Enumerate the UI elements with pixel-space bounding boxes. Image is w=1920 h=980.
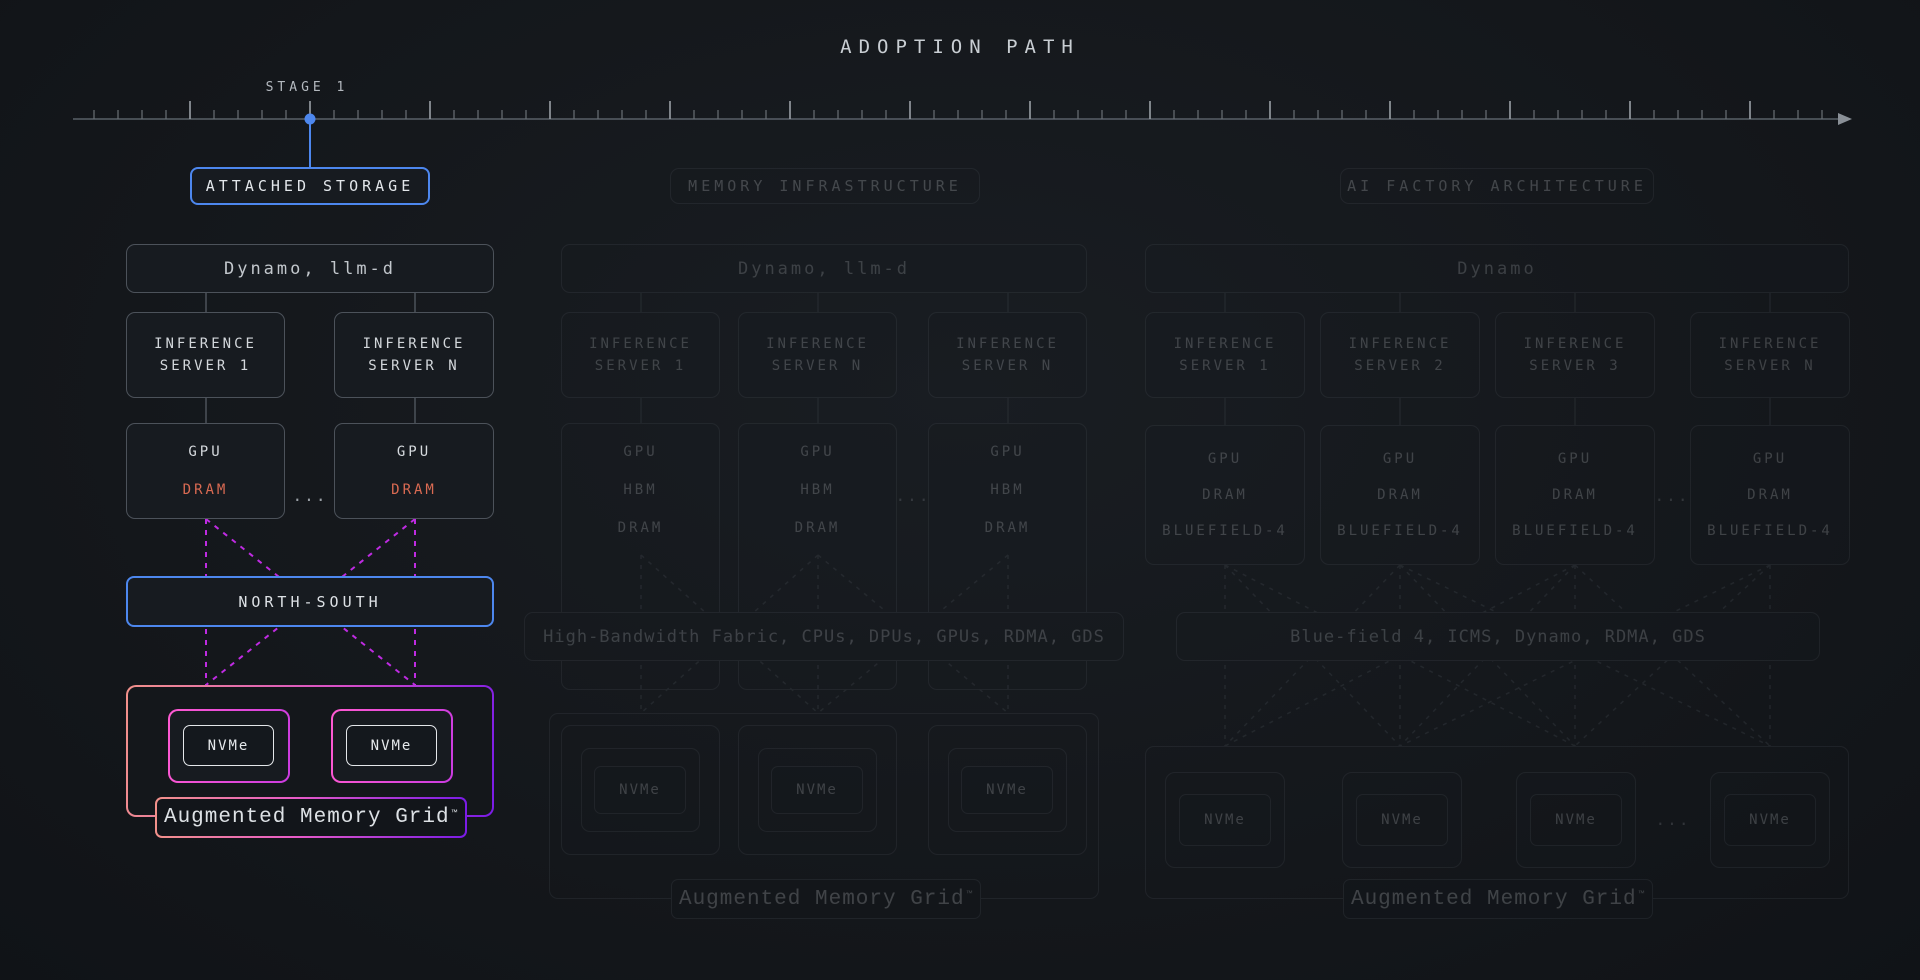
nvme-box: NVMe — [346, 725, 437, 766]
gpu-box: GPU HBM DRAM — [561, 423, 720, 690]
inference-server-box: INFERENCE SERVER 1 — [126, 312, 285, 398]
dram-label: DRAM — [182, 482, 229, 498]
stage1-header[interactable]: ATTACHED STORAGE — [190, 167, 430, 205]
nvme-box: NVMe — [1356, 794, 1448, 846]
gpu-box: GPU DRAM BLUEFIELD-4 — [1320, 425, 1480, 565]
trademark-mark: ™ — [451, 808, 459, 819]
nvme-unit — [561, 725, 720, 855]
gpu-box: GPU HBM DRAM — [738, 423, 897, 690]
stage2-header[interactable]: MEMORY INFRASTRUCTURE — [670, 168, 980, 204]
inference-server-box: INFERENCE SERVER N — [334, 312, 494, 398]
ellipsis: ... — [1654, 486, 1690, 505]
nvme-box: NVMe — [1724, 794, 1816, 846]
fabric-bar: Blue-field 4, ICMS, Dynamo, RDMA, GDS — [1176, 612, 1820, 661]
inference-server-box: INFERENCE SERVER N — [738, 312, 897, 398]
inference-server-box: INFERENCE SERVER 2 — [1320, 312, 1480, 398]
ellipsis: ... — [1655, 810, 1691, 829]
inference-server-box: INFERENCE SERVER 1 — [1145, 312, 1305, 398]
gpu-box: GPU DRAM BLUEFIELD-4 — [1690, 425, 1850, 565]
gpu-box: GPU DRAM — [334, 423, 494, 519]
augmented-memory-grid-container — [549, 713, 1099, 899]
nvme-box: NVMe — [594, 766, 686, 814]
nvme-unit — [1710, 772, 1830, 868]
gpu-box: GPU DRAM — [126, 423, 285, 519]
inference-server-box: INFERENCE SERVER N — [928, 312, 1087, 398]
stage3-header[interactable]: AI FACTORY ARCHITECTURE — [1340, 168, 1654, 204]
nvme-unit — [738, 725, 897, 855]
nvme-unit-inner — [581, 748, 700, 832]
gpu-box: GPU HBM DRAM — [928, 423, 1087, 690]
inference-server-box: INFERENCE SERVER N — [1690, 312, 1850, 398]
ellipsis: ... — [895, 486, 931, 505]
stage2-orchestrator-box: Dynamo, llm-d — [561, 244, 1087, 293]
gpu-box: GPU DRAM BLUEFIELD-4 — [1145, 425, 1305, 565]
nvme-unit — [928, 725, 1087, 855]
stage3-orchestrator-box: Dynamo — [1145, 244, 1849, 293]
nvme-box: NVMe — [1530, 794, 1622, 846]
nvme-box: NVMe — [961, 766, 1053, 814]
trademark-mark: ™ — [1638, 890, 1646, 900]
gpu-box: GPU DRAM BLUEFIELD-4 — [1495, 425, 1655, 565]
nvme-box: NVMe — [183, 725, 274, 766]
page-title: ADOPTION PATH — [840, 36, 1080, 58]
north-south-box: NORTH-SOUTH — [126, 576, 494, 627]
nvme-unit — [1165, 772, 1285, 868]
inference-server-box: INFERENCE SERVER 1 — [561, 312, 720, 398]
nvme-unit — [1342, 772, 1462, 868]
nvme-box: NVMe — [771, 766, 863, 814]
augmented-memory-grid-container — [1145, 746, 1849, 899]
nvme-unit-inner — [948, 748, 1067, 832]
trademark-mark: ™ — [966, 890, 974, 900]
nvme-box: NVMe — [1179, 794, 1271, 846]
timeline-stage-label: STAGE 1 — [265, 80, 349, 95]
dram-label: DRAM — [391, 482, 437, 498]
nvme-unit-inner — [758, 748, 877, 832]
stage1-orchestrator-box: Dynamo, llm-d — [126, 244, 494, 293]
ellipsis: ... — [292, 486, 328, 505]
fabric-bar: High-Bandwidth Fabric, CPUs, DPUs, GPUs,… — [524, 612, 1124, 661]
inference-server-box: INFERENCE SERVER 3 — [1495, 312, 1655, 398]
nvme-unit — [1516, 772, 1636, 868]
